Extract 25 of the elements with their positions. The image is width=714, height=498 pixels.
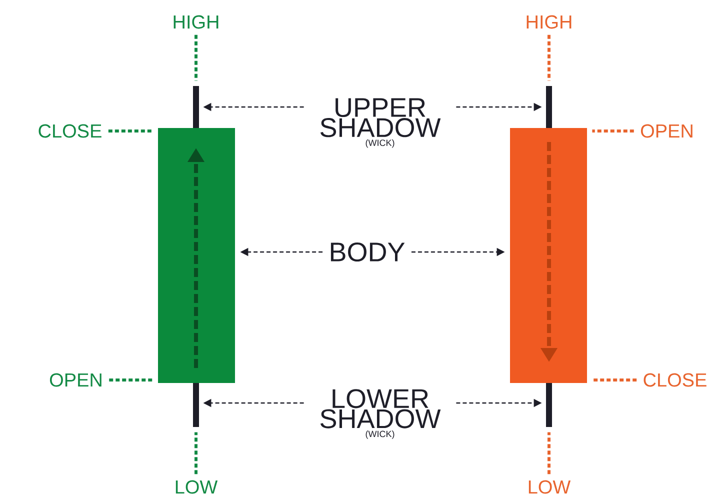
shadow-label: UPPER SHADOW (WICK) xyxy=(320,98,441,148)
price-label: LOW xyxy=(176,480,218,494)
candle-body xyxy=(510,128,587,383)
wick xyxy=(546,86,552,128)
price-label: LOW xyxy=(528,480,571,494)
wick xyxy=(546,383,552,427)
price-label: CLOSE xyxy=(644,373,706,387)
leader-line xyxy=(194,34,198,81)
price-label: CLOSE xyxy=(38,124,102,138)
leader-line xyxy=(548,34,550,81)
price-label: OPEN xyxy=(50,373,102,387)
price-label: OPEN xyxy=(640,124,692,138)
leader-line xyxy=(592,378,637,382)
wick xyxy=(193,383,199,427)
leader-line xyxy=(108,130,153,132)
leader-line xyxy=(109,378,153,382)
body-label: BODY xyxy=(330,242,405,262)
candle-body xyxy=(158,128,235,383)
price-label: HIGH xyxy=(526,15,572,29)
leader-line xyxy=(592,130,634,132)
shadow-label: LOWER SHADOW (WICK) xyxy=(320,389,441,439)
price-label: HIGH xyxy=(174,15,218,29)
leader-line xyxy=(548,432,550,474)
leader-line xyxy=(194,432,198,474)
wick xyxy=(193,86,199,128)
